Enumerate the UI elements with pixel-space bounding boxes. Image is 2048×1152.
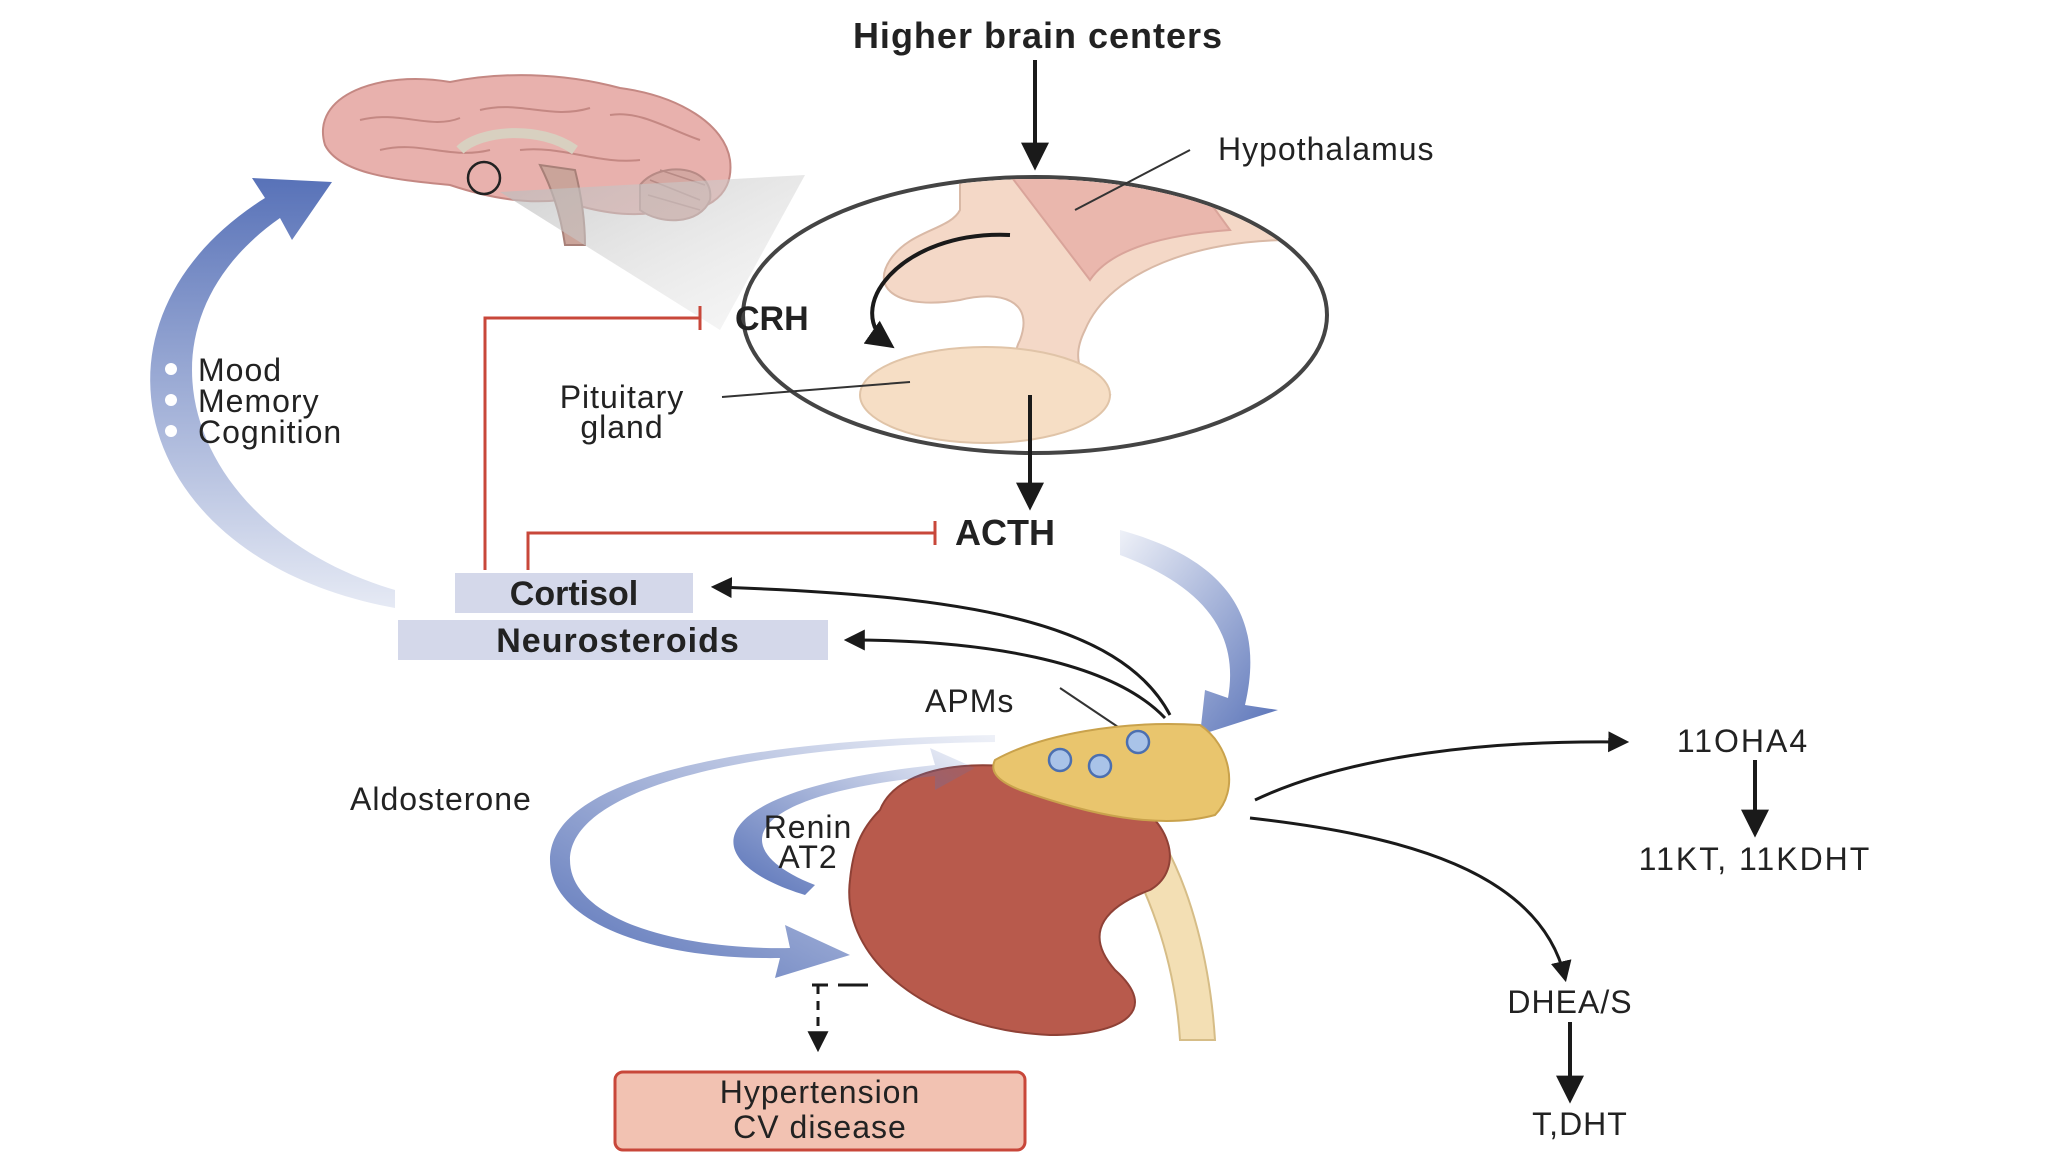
label-aldosterone: Aldosterone — [350, 781, 532, 817]
dashed-arrow-to-hypertension — [807, 983, 868, 1053]
label-higher-brain-centers: Higher brain centers — [853, 15, 1223, 56]
label-neurosteroids: Neurosteroids — [496, 622, 740, 660]
label-acth: ACTH — [955, 512, 1055, 553]
negative-feedback-crh — [483, 306, 702, 570]
label-cortisol: Cortisol — [510, 575, 638, 613]
bullet-cognition — [165, 425, 177, 437]
zoom-cone — [500, 175, 805, 330]
arrow-adrenal-to-11oha4 — [1254, 731, 1630, 802]
label-crh: CRH — [735, 300, 809, 338]
adrenal-gland-shape — [992, 723, 1231, 822]
hypertension-box — [613, 1070, 1027, 1152]
hypothalamus-pituitary-zoom — [741, 175, 1329, 455]
label-t-dht: T,DHT — [1532, 1106, 1628, 1142]
label-dhea-s: DHEA/S — [1507, 984, 1632, 1020]
hypothalamus-marker — [466, 160, 502, 196]
label-hypertension: Hypertension — [720, 1074, 921, 1110]
bullet-mood — [165, 363, 177, 375]
label-at2: AT2 — [778, 839, 837, 875]
negative-feedback-acth — [526, 521, 937, 570]
arrow-steroids-to-brain — [150, 178, 395, 608]
label-memory: Memory — [198, 383, 320, 419]
arrow-renin-at2 — [733, 748, 975, 895]
label-cv-disease: CV disease — [733, 1109, 907, 1145]
label-11kt-11kdht: 11KT, 11KDHT — [1639, 841, 1872, 877]
label-pituitary-line2: gland — [580, 409, 663, 445]
arrow-adrenal-to-neurosteroids — [843, 629, 1167, 720]
pituitary-leader — [721, 381, 911, 398]
hypothalamus-leader — [1074, 149, 1191, 211]
cortisol-box — [455, 573, 693, 613]
kidney-adrenal-illustration — [848, 723, 1231, 1041]
label-hypothalamus: Hypothalamus — [1218, 131, 1435, 167]
arrow-acth-to-adrenal — [1120, 530, 1278, 735]
label-cognition: Cognition — [198, 414, 342, 450]
pituitary-gland-shape — [859, 346, 1111, 444]
label-apms: APMs — [925, 683, 1014, 719]
label-renin: Renin — [764, 809, 853, 845]
label-pituitary-line1: Pituitary — [560, 379, 685, 415]
arrow-adrenal-to-dhea — [1249, 816, 1572, 983]
arrow-adrenal-to-cortisol — [710, 577, 1172, 716]
label-mood: Mood — [198, 352, 282, 388]
neurosteroids-box — [398, 620, 828, 660]
label-11oha4: 11OHA4 — [1677, 723, 1809, 759]
bullet-memory — [165, 394, 177, 406]
